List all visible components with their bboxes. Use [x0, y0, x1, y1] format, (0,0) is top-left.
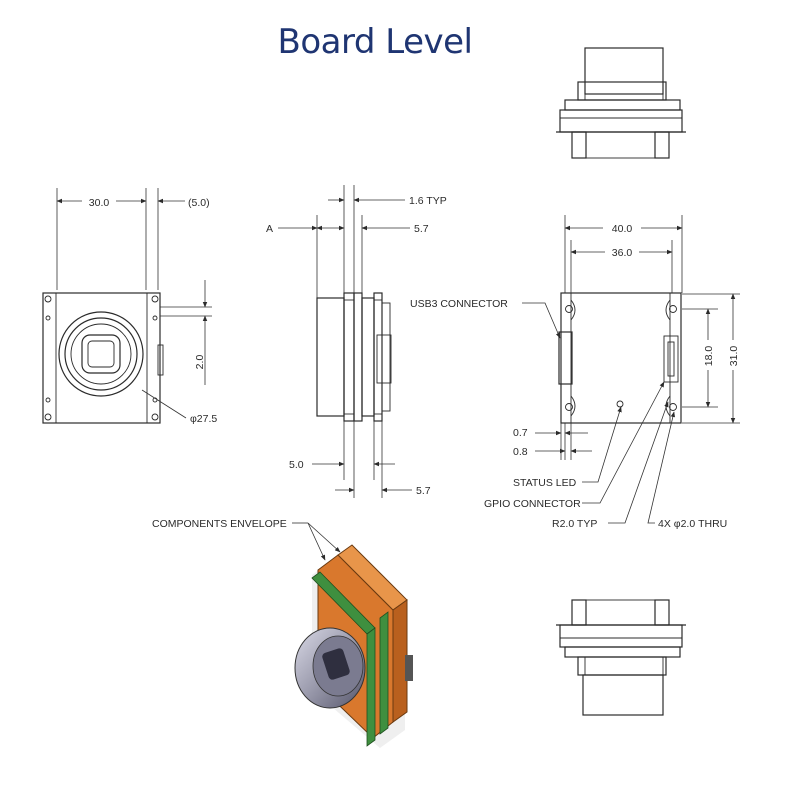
- top-view: [556, 47, 686, 159]
- label-a: A: [266, 223, 273, 235]
- holes-label: 4X φ2.0 THRU: [658, 518, 727, 530]
- height-outer-bg: [726, 340, 740, 370]
- bottom-view: [556, 599, 686, 716]
- height-inner-bg: [701, 340, 715, 370]
- width-inner-label: 36.0: [612, 247, 633, 259]
- front-view: [42, 188, 212, 424]
- typ-dim-label: 1.6 TYP: [409, 195, 447, 207]
- width-inner-bg: [605, 246, 639, 258]
- page-title: Board Level: [277, 22, 473, 62]
- width-dim-label: 30.0: [89, 197, 110, 209]
- width-dim-bg: [82, 196, 116, 208]
- components-envelope-label: COMPONENTS ENVELOPE: [152, 518, 287, 530]
- envelope-leader-a: [307, 522, 326, 561]
- top-dim-label: 5.7: [414, 223, 429, 235]
- dim-07-label: 0.7: [513, 427, 528, 439]
- isometric-view: [294, 544, 413, 748]
- height-inner-label: 18.0: [703, 346, 715, 367]
- envelope-leader-b: [307, 522, 341, 553]
- height-outer-label: 31.0: [728, 346, 740, 367]
- width-outer-label: 40.0: [612, 223, 633, 235]
- offset-dim-label: (5.0): [188, 197, 210, 209]
- gpio-connector-label: GPIO CONNECTOR: [484, 498, 581, 510]
- bottom-left-dim-label: 5.0: [289, 459, 304, 471]
- bottom-right-dim-label: 5.7: [416, 485, 431, 497]
- radius-label: R2.0 TYP: [552, 518, 597, 530]
- dim-08-label: 0.8: [513, 446, 528, 458]
- side-view: [278, 185, 412, 498]
- vertical-dim-label: 2.0: [194, 355, 206, 370]
- usb3-connector-label: USB3 CONNECTOR: [410, 298, 508, 310]
- status-led-label: STATUS LED: [513, 477, 577, 489]
- width-outer-bg: [603, 222, 641, 234]
- diameter-dim-label: φ27.5: [190, 413, 217, 425]
